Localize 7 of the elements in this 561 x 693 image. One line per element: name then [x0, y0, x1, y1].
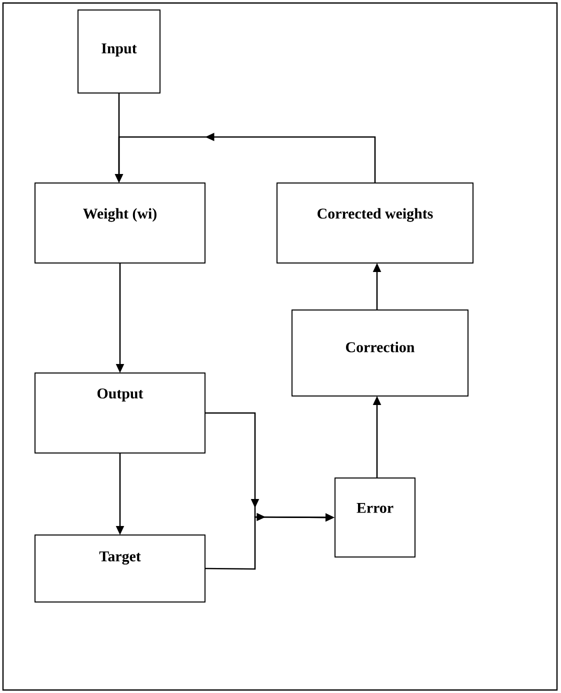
- process-box: Output: [34, 372, 206, 454]
- process-box: Target: [34, 534, 206, 602]
- process-box: Input: [78, 10, 160, 94]
- process-box: Correction: [292, 310, 468, 396]
- process-box: Error: [334, 478, 416, 558]
- process-box: Corrected weights: [276, 182, 474, 264]
- process-box: Weight (wi): [34, 182, 206, 264]
